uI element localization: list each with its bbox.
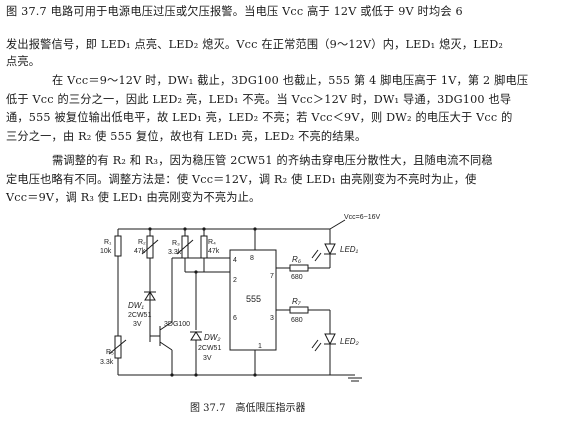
text-line-6: 通，555 被复位输出低电平，故 LED₁ 亮，LED₂ 不亮；若 Vcc＜9V… xyxy=(6,111,513,124)
pin-3: 3 xyxy=(270,315,274,322)
r6-value: 680 xyxy=(291,274,303,281)
text-line-9: 定电压也略有不同。调整方法是：使 Vcc＝12V，调 R₂ 使 LED₁ 由亮刚… xyxy=(6,173,477,186)
text-line-3: 点亮。 xyxy=(6,55,41,68)
r4-value: 3.3k xyxy=(168,249,182,256)
text-line-2: 发出报警信号，即 LED₁ 点亮、LED₂ 熄灭。Vcc 在正常范围（9～12V… xyxy=(6,38,504,51)
r1-label: R₁ xyxy=(104,239,112,246)
dw2-type: 2CW51 xyxy=(198,345,221,352)
text-line-4: 在 Vcc＝9～12V 时，DW₁ 截止，3DG100 也截止，555 第 4 … xyxy=(52,74,529,87)
text-line-1: 图 37.7 电路可用于电源电压过压或欠压报警。当电压 Vcc 高于 12V 或… xyxy=(6,5,463,18)
pin-2: 2 xyxy=(233,277,237,284)
pin-7: 7 xyxy=(270,273,274,280)
led1-label: LED₁ xyxy=(340,245,359,254)
text-line-8: 需调整的有 R₂ 和 R₃，因为稳压管 2CW51 的齐纳击穿电压分散性大，且随… xyxy=(52,154,493,167)
figure-caption: 图 37.7 高低限压指示器 xyxy=(190,403,306,414)
r5-label: R₄ xyxy=(208,239,216,246)
dw1-voltage: 3V xyxy=(133,321,142,328)
r4-label: R₃ xyxy=(172,240,180,247)
r7-label: R₇ xyxy=(292,297,302,306)
dw2-voltage: 3V xyxy=(203,355,212,362)
ic-555-label: 555 xyxy=(246,294,261,304)
pin-6: 6 xyxy=(233,315,237,322)
text-line-10: Vcc＝9V，调 R₃ 使 LED₁ 由亮刚变为不亮为止。 xyxy=(6,191,261,204)
transistor-label: 3DG100 xyxy=(164,321,190,328)
vcc-label: Vcc=6~16V xyxy=(344,214,381,221)
pin-1: 1 xyxy=(258,343,262,350)
dw1-label: DW₁ xyxy=(128,301,144,310)
r3-value: 3.3k xyxy=(100,359,114,366)
r2-value: 47k xyxy=(134,248,146,255)
pin-8: 8 xyxy=(250,255,254,262)
r3-label: R₅ xyxy=(106,349,114,356)
text-line-7: 三分之一，由 R₂ 使 555 复位，故也有 LED₁ 亮，LED₂ 不亮的结果… xyxy=(6,130,367,143)
r5-value: 47k xyxy=(208,248,220,255)
led2-label: LED₂ xyxy=(340,337,359,346)
pin-4: 4 xyxy=(233,257,237,264)
r6-label: R₆ xyxy=(292,255,302,264)
text-line-5: 低于 Vcc 的三分之一，因此 LED₂ 亮，LED₁ 不亮。当 Vcc＞12V… xyxy=(6,93,512,106)
dw2-label: DW₂ xyxy=(204,333,220,342)
r2-label: R₂ xyxy=(138,239,146,246)
r7-value: 680 xyxy=(291,317,303,324)
dw1-type: 2CW51 xyxy=(128,312,151,319)
r1-value: 10k xyxy=(100,248,112,255)
